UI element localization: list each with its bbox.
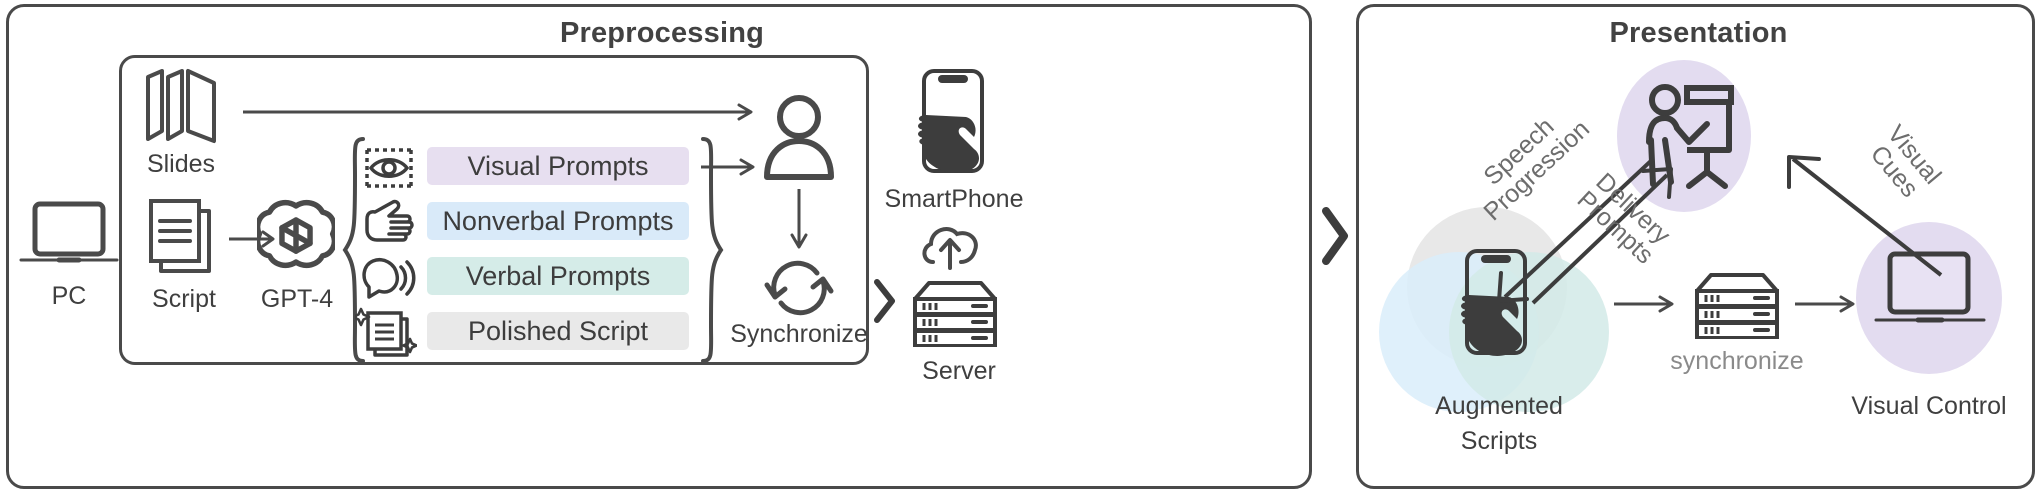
- panel-preprocessing: Preprocessing PC Slides: [6, 4, 1312, 489]
- arrow-delivery-prompts: [1519, 157, 1699, 317]
- chevron-to-server-icon: [872, 277, 898, 330]
- smartphone-label: SmartPhone: [884, 185, 1024, 213]
- augmented-scripts-label-line1: Augmented: [1435, 392, 1563, 420]
- right-brace: [697, 135, 725, 365]
- augmented-phone-icon: [1447, 247, 1539, 369]
- augmented-scripts-label-line2: Scripts: [1460, 427, 1538, 455]
- arrow-person-to-sync: [789, 187, 809, 259]
- presentation-server-icon: [1689, 269, 1785, 339]
- left-brace: [341, 135, 369, 365]
- page-title-preprocessing: Preprocessing: [559, 17, 765, 49]
- chevron-between-panels-icon: [1319, 205, 1351, 272]
- synchronize-icon: [761, 255, 837, 321]
- person-icon: [762, 93, 836, 181]
- hand-icon: [363, 199, 415, 245]
- page-title-presentation: Presentation: [1609, 17, 1788, 49]
- eye-icon: [365, 147, 413, 189]
- visual-control-laptop-icon: [1874, 250, 1986, 336]
- arrow-server-to-visual-control: [1793, 294, 1863, 314]
- presentation-synchronize-label: synchronize: [1670, 347, 1804, 375]
- slides-icon: [142, 65, 220, 145]
- pc-icon: [19, 200, 119, 272]
- arrow-prompts-to-person: [699, 157, 763, 177]
- script-label: Script: [152, 285, 216, 313]
- server-icon: [907, 277, 1003, 347]
- panel-presentation: Presentation: [1356, 4, 2035, 489]
- speech-icon: [361, 255, 417, 301]
- synchronize-label: Synchronize: [730, 320, 868, 348]
- script-icon: [147, 197, 219, 279]
- prompt-badge-nonverbal[interactable]: Nonverbal Prompts: [427, 202, 689, 240]
- smartphone-icon: [904, 67, 996, 179]
- gpt4-icon: [257, 195, 335, 273]
- prompt-badge-visual[interactable]: Visual Prompts: [427, 147, 689, 185]
- gpt4-label: GPT-4: [260, 285, 334, 313]
- prompt-badge-polished-script[interactable]: Polished Script: [427, 312, 689, 350]
- arrow-speech-progression: [1481, 147, 1671, 317]
- sparkle-doc-icon: [355, 307, 417, 359]
- server-label: Server: [922, 357, 996, 385]
- pc-label: PC: [51, 282, 87, 310]
- prompt-badge-verbal[interactable]: Verbal Prompts: [427, 257, 689, 295]
- visual-control-label: Visual Control: [1851, 392, 2007, 420]
- arrow-script-to-model: [227, 229, 281, 249]
- cloud-upload-icon: [919, 222, 981, 272]
- slides-label: Slides: [146, 150, 216, 178]
- arrow-slides-to-person: [241, 102, 761, 122]
- arrow-visual-cues: [1777, 147, 1957, 287]
- arrow-scripts-to-server: [1612, 294, 1682, 314]
